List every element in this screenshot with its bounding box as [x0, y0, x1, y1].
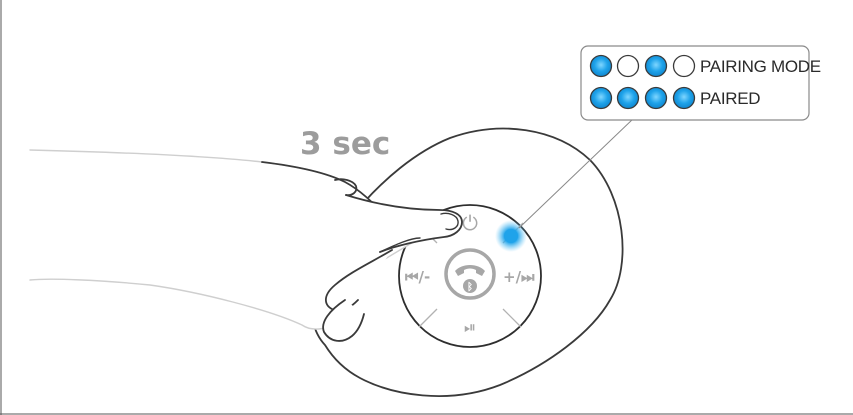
bluetooth-badge: [463, 279, 477, 293]
led-on-indicator: [589, 86, 613, 110]
phone-icon: [455, 265, 485, 276]
led-off-indicator: [672, 54, 696, 78]
bluetooth-icon: ᛒ: [467, 281, 473, 293]
divider-line: [418, 308, 438, 328]
led-on-indicator: [644, 54, 668, 78]
legend-label: PAIRING MODE: [700, 57, 821, 76]
hand-illustration: [29, 149, 463, 342]
thumb-line: [379, 237, 421, 253]
curled-finger: [322, 299, 365, 342]
hold-duration-label: 3 sec: [300, 126, 390, 162]
prev-volume-down-button[interactable]: ⏮/-: [405, 268, 430, 286]
led-on-indicator: [672, 86, 696, 110]
legend-row: PAIRING MODE: [589, 54, 821, 78]
callout-line: [518, 117, 635, 229]
led-legend: PAIRING MODE PAIRED: [580, 45, 821, 121]
power-icon[interactable]: ⏻: [462, 211, 478, 235]
hand-knuckle: [334, 178, 358, 197]
call-button-ring: [444, 248, 496, 300]
play-pause-icon[interactable]: ⏯: [464, 318, 476, 336]
legend-label: PAIRED: [700, 89, 760, 108]
divider-line: [502, 308, 522, 328]
led-on-indicator: [589, 54, 613, 78]
index-finger: [345, 194, 463, 253]
next-volume-up-button[interactable]: +/⏭: [503, 268, 535, 286]
legend-row: PAIRED: [589, 86, 761, 110]
led-on-indicator: [644, 86, 668, 110]
status-led: [504, 229, 518, 243]
led-on-indicator: [616, 86, 640, 110]
led-off-indicator: [616, 54, 640, 78]
fingernail: [440, 212, 459, 231]
call-button[interactable]: ᛒ: [444, 248, 496, 300]
